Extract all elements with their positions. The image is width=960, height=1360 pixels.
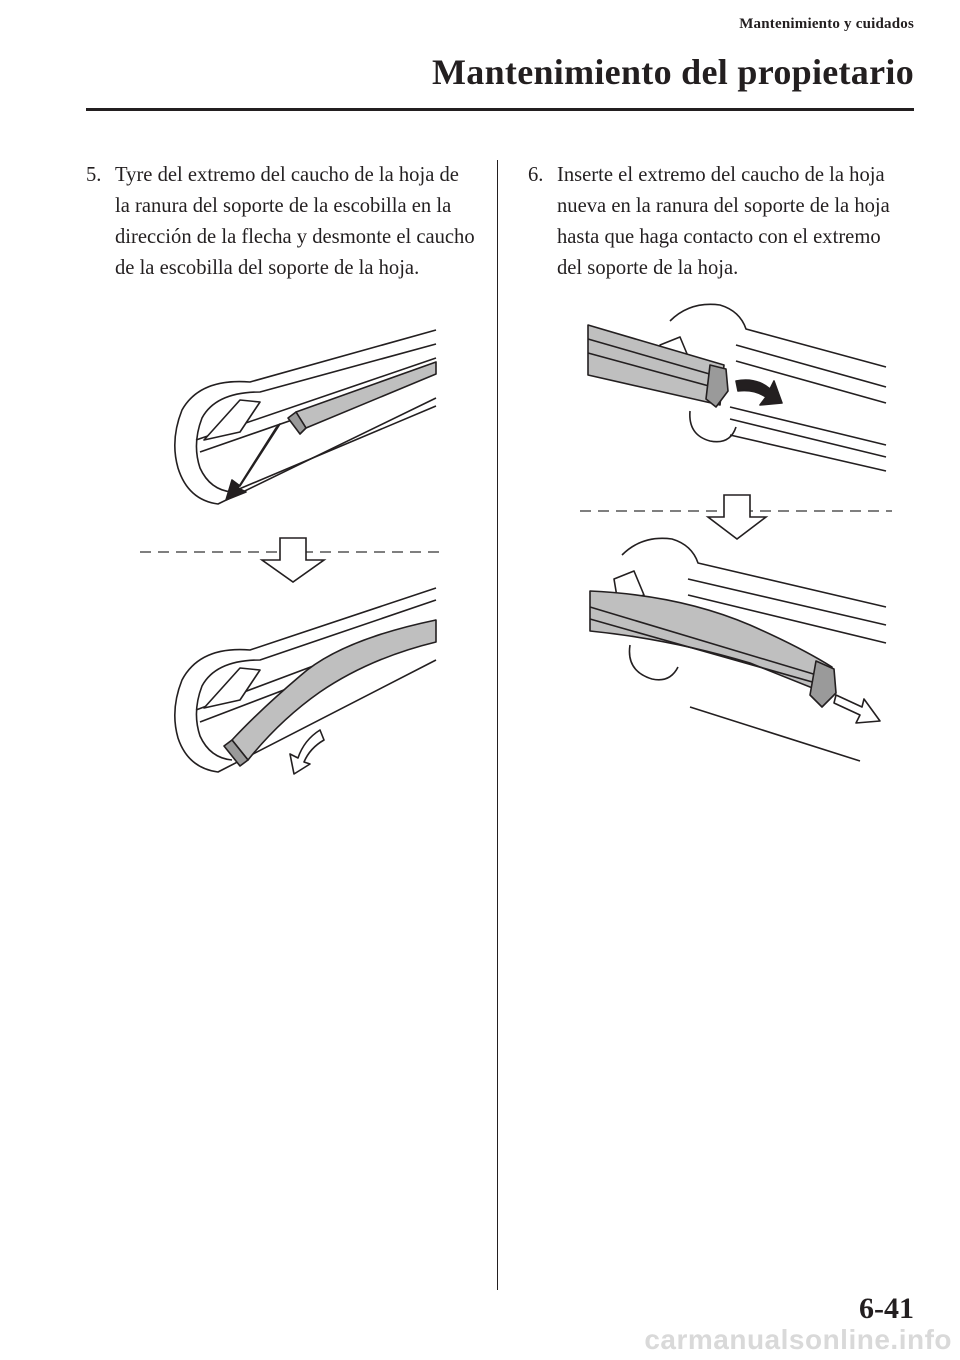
page-number: 6-41 bbox=[859, 1292, 914, 1325]
column-divider bbox=[497, 160, 498, 1290]
step-5-number: 5. bbox=[86, 164, 102, 186]
step-6: 6. Inserte el extremo del caucho de la h… bbox=[528, 160, 900, 284]
push-arrow-icon bbox=[833, 694, 881, 724]
curved-pull-arrow-icon bbox=[289, 729, 325, 775]
new-rubber-top-illustration bbox=[587, 303, 887, 472]
new-rubber-bottom-illustration bbox=[589, 537, 887, 762]
step-5-text: Tyre del extremo del caucho de la hoja d… bbox=[115, 164, 475, 279]
step-5: 5. Tyre del extremo del caucho de la hoj… bbox=[86, 160, 478, 284]
step-transition-arrow-icon bbox=[140, 537, 446, 583]
page-title: Mantenimiento del propietario bbox=[432, 52, 914, 92]
insert-arrow-icon bbox=[735, 379, 783, 406]
step-6-text: Inserte el extremo del caucho de la hoja… bbox=[557, 164, 890, 279]
wiper-holder-bottom-illustration bbox=[174, 587, 437, 773]
step-6-number: 6. bbox=[528, 164, 544, 186]
step-transition-arrow-icon bbox=[580, 494, 892, 541]
wiper-holder-top-illustration bbox=[174, 329, 437, 505]
figure-insert-new-rubber bbox=[580, 303, 892, 762]
header-divider bbox=[86, 108, 914, 111]
watermark: carmanualsonline.info bbox=[644, 1324, 952, 1355]
pull-arrow-icon bbox=[225, 423, 281, 501]
section-title: Mantenimiento y cuidados bbox=[739, 16, 914, 32]
figure-remove-blade-rubber bbox=[140, 329, 446, 775]
